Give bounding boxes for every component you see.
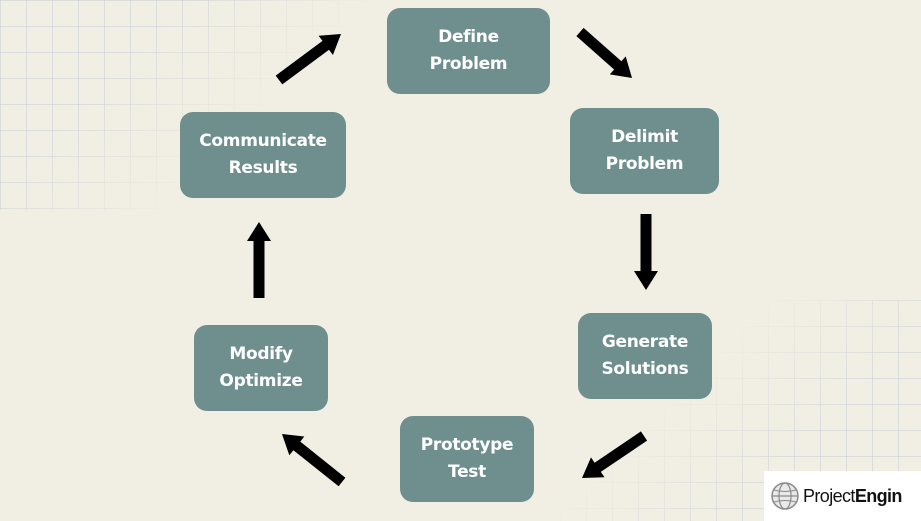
globe-logo-icon — [771, 482, 799, 510]
arrow-define-to-delimit — [576, 27, 632, 78]
arrow-generate-to-prototype — [582, 431, 648, 478]
node-label-line: Solutions — [601, 359, 689, 379]
node-label-line: Modify — [229, 344, 293, 364]
node-prototype-test: Prototype Test — [400, 416, 534, 502]
node-label-line: Delimit — [611, 127, 678, 147]
project-engin-logo: ProjectEngin — [764, 471, 921, 521]
arrow-delimit-to-generate — [634, 214, 658, 290]
node-label-line: Define — [438, 27, 499, 47]
arrow-prototype-to-modify — [282, 434, 346, 487]
logo-text: ProjectEngin — [803, 486, 902, 507]
node-generate-solutions: Generate Solutions — [578, 313, 712, 399]
node-label-line: Problem — [605, 154, 684, 174]
node-modify-optimize: Modify Optimize — [194, 325, 328, 411]
arrow-communicate-to-define — [275, 34, 341, 85]
logo-text-bold: Engin — [854, 485, 903, 506]
node-label-line: Prototype — [420, 435, 514, 455]
node-communicate-results: Communicate Results — [180, 112, 346, 198]
node-label-line: Problem — [429, 54, 508, 74]
logo-text-regular: Project — [803, 485, 855, 506]
arrow-modify-to-communicate — [247, 222, 271, 298]
node-define-problem: Define Problem — [387, 8, 550, 94]
node-label-line: Optimize — [219, 371, 303, 391]
node-label-line: Communicate — [199, 131, 327, 151]
node-label-line: Generate — [601, 332, 689, 352]
node-label-line: Test — [448, 462, 486, 482]
node-label-line: Results — [228, 158, 298, 178]
node-delimit-problem: Delimit Problem — [570, 108, 719, 194]
